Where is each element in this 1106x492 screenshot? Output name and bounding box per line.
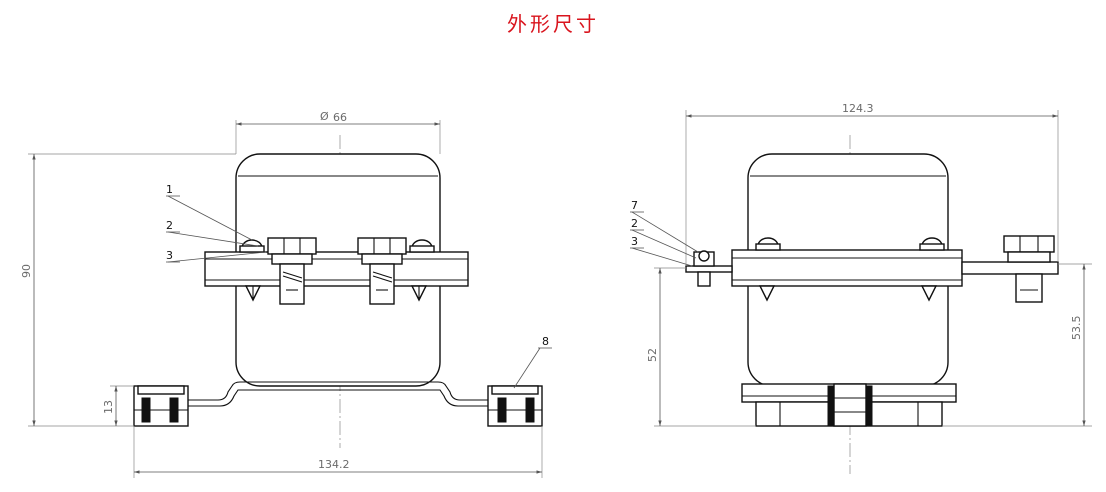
front-base-bracket xyxy=(186,381,490,401)
callout-8: 8 xyxy=(542,335,549,348)
callout-side-3: 3 xyxy=(631,235,638,248)
side-terminal-right xyxy=(961,235,1059,303)
callout-1: 1 xyxy=(166,183,173,196)
callout-2: 2 xyxy=(166,219,173,232)
callout-7: 7 xyxy=(631,199,638,212)
callout-3: 3 xyxy=(166,249,173,262)
side-terminal-plate xyxy=(731,249,963,287)
front-view: Ø 66 90 13 134.2 1 2 3 8 xyxy=(20,110,552,478)
dim-diameter-value: 66 xyxy=(333,111,347,124)
dim-height-value: 90 xyxy=(20,264,33,278)
dim-diameter-symbol: Ø xyxy=(320,110,329,123)
front-foot-left xyxy=(133,385,189,427)
front-terminal-right xyxy=(357,237,407,305)
dim-terminal-height-value: 53.5 xyxy=(1070,316,1083,341)
front-foot-right xyxy=(487,385,543,427)
side-terminal-left xyxy=(685,250,733,287)
dim-side-width-value: 124.3 xyxy=(842,102,874,115)
callout-side-2: 2 xyxy=(631,217,638,230)
front-terminal-plate xyxy=(204,251,469,287)
dim-foot-value: 13 xyxy=(102,400,115,414)
dim-width-value: 134.2 xyxy=(318,458,350,471)
side-base xyxy=(741,383,957,427)
side-view: 124.3 52 53.5 7 2 3 xyxy=(630,102,1092,474)
front-terminal-left xyxy=(267,237,317,305)
drawing-title: 外形尺寸 xyxy=(507,12,599,36)
dim-mount-height-value: 52 xyxy=(646,348,659,362)
